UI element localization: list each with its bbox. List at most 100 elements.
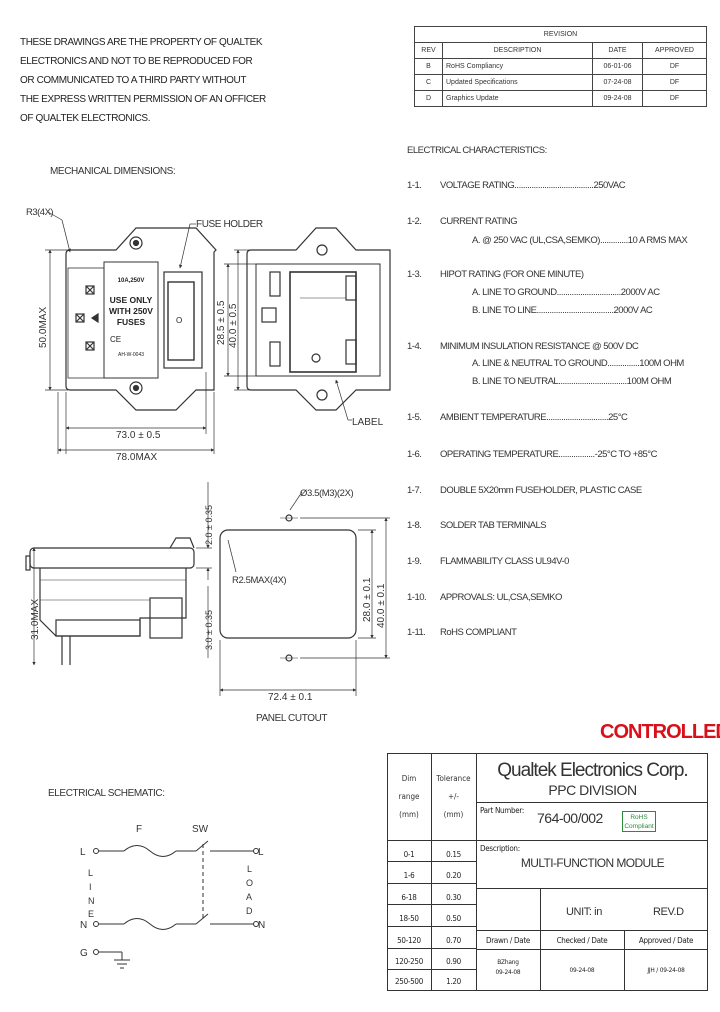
description-label: Description: xyxy=(480,844,520,853)
cutout-dimensions xyxy=(219,491,390,696)
rear-dimensions xyxy=(224,249,352,421)
side-view xyxy=(25,537,195,665)
description-col-header: DESCRIPTION xyxy=(442,42,593,59)
dim-depth-max: 31.0MAX xyxy=(30,599,41,640)
fuse-holder-callout: FUSE HOLDER xyxy=(196,219,263,230)
controlled-stamp: CONTROLLED xyxy=(600,721,720,743)
fuse-warning-text: FUSES xyxy=(117,317,146,327)
fuse-warning-text: WITH 250V xyxy=(109,306,153,316)
rohs-text: Compliant xyxy=(624,823,654,830)
approved-cell: DF xyxy=(642,74,707,91)
fuse-label-plate: 10A,250V USE ONLY WITH 250V FUSES CE AH-… xyxy=(109,278,182,358)
drawn-date: 09-24-08 xyxy=(495,968,521,976)
line-letter: I xyxy=(89,882,92,892)
tolerance-range-cell: 18-50 xyxy=(399,914,419,923)
spec-line: AMBIENT TEMPERATURE.....................… xyxy=(440,412,628,423)
fuse-symbol-neutral xyxy=(123,918,177,930)
approved-cell: DF xyxy=(642,90,707,107)
description-cell: Updated Specifications xyxy=(442,74,593,91)
date-cell: 09-24-08 xyxy=(592,90,643,107)
dim-range-header: Dim range (mm) xyxy=(387,770,431,824)
drawn-label: Drawn / Date xyxy=(486,936,530,945)
revision-table: REVISION REV DESCRIPTION DATE APPROVED B… xyxy=(414,26,707,107)
revision-title: REVISION xyxy=(414,26,707,43)
revision-label: REV.D xyxy=(653,906,684,918)
dim-flange-height: 40.0 ± 0.5 xyxy=(228,303,239,348)
tolerance-value-cell: 0.15 xyxy=(446,850,461,859)
part-number: 764-00/002 xyxy=(537,810,603,826)
description-value: MULTI-FUNCTION MODULE xyxy=(520,856,665,870)
dim-panel-thickness: 3.0 ± 0.35 xyxy=(204,610,214,650)
rev-cell: B xyxy=(414,58,443,75)
dim-flange-thickness: 2.0 ± 0.35 xyxy=(204,505,214,545)
rev-col-header: REV xyxy=(414,42,443,59)
rev-cell: C xyxy=(414,74,443,91)
spec-number: 1-8. xyxy=(407,520,422,531)
spec-number: 1-2. xyxy=(407,216,422,227)
approved-cell: DF xyxy=(642,58,707,75)
spec-number: 1-1. xyxy=(407,180,422,191)
mech-heading: MECHANICAL DIMENSIONS: xyxy=(50,166,175,177)
load-letter: O xyxy=(246,878,253,888)
switch-symbol-neutral xyxy=(195,913,209,925)
line-letter: L xyxy=(88,868,93,878)
terminal-g: G xyxy=(80,948,88,959)
terminal-n-out: N xyxy=(258,920,265,931)
checked-label: Checked / Date xyxy=(556,936,608,945)
switch-off-mark: O xyxy=(176,316,182,325)
tolerance-range-cell: 1-6 xyxy=(403,871,415,880)
division-name: PPC DIVISION xyxy=(548,782,637,798)
fuse-label-f: F xyxy=(136,824,142,835)
unit-label: UNIT: in xyxy=(566,906,602,918)
spec-line: OPERATING TEMPERATURE.................-2… xyxy=(440,449,657,460)
date-col-header: DATE xyxy=(592,42,643,59)
spec-number: 1-7. xyxy=(407,485,422,496)
header-line: +/- xyxy=(447,792,460,801)
spec-line: A. LINE & NEUTRAL TO GROUND.............… xyxy=(472,358,684,369)
fuse-rating-text: 10A,250V xyxy=(118,278,145,284)
side-dimensions xyxy=(32,482,212,666)
spec-line: A. @ 250 VAC (UL,CSA,SEMKO).............… xyxy=(472,235,688,246)
tolerance-header: Tolerance +/- (mm) xyxy=(431,770,476,824)
tolerance-value-cell: 0.30 xyxy=(446,893,461,902)
terminal-l-out: L xyxy=(258,847,264,858)
rohs-badge: RoHS Compliant xyxy=(622,811,656,832)
notice-line: OR COMMUNICATED TO A THIRD PARTY WITHOUT xyxy=(20,75,247,86)
spec-number: 1-4. xyxy=(407,341,422,352)
table-row: C Updated Specifications 07-24-08 DF xyxy=(414,74,707,91)
schematic-wiring xyxy=(93,840,259,969)
checked-date: 09-24-08 xyxy=(569,966,595,974)
spec-number: 1-10. xyxy=(407,592,427,603)
tolerance-range-cell: 50-120 xyxy=(397,936,421,945)
tolerance-value-cell: 0.50 xyxy=(446,914,461,923)
approved-by-date: JJH / 09-24-08 xyxy=(647,966,685,974)
fuse-symbol-line xyxy=(123,845,177,857)
revision-header-row: REV DESCRIPTION DATE APPROVED xyxy=(414,42,707,59)
spec-number: 1-6. xyxy=(407,449,422,460)
company-name: Qualtek Electronics Corp. xyxy=(497,760,688,781)
terminal-l-in: L xyxy=(80,847,86,858)
spec-line: APPROVALS: UL,CSA,SEMKO xyxy=(440,592,562,603)
switch-symbol-line xyxy=(195,840,209,852)
mechanical-drawing: MECHANICAL DIMENSIONS: 10A,250V USE ONLY… xyxy=(25,166,391,724)
dim-hole-spacing: 40.0 ± 0.1 xyxy=(376,583,387,628)
spec-line: A. LINE TO GROUND.......................… xyxy=(472,287,660,298)
line-letter: E xyxy=(88,909,94,919)
dim-cutout-height: 28.0 ± 0.1 xyxy=(362,577,373,622)
rohs-text: RoHS xyxy=(630,814,648,821)
header-line: (mm) xyxy=(443,810,464,819)
mounting-hole-callout: Ø3.5(M3)(2X) xyxy=(300,488,354,499)
part-code-text: AH-W-0043 xyxy=(118,352,144,358)
dim-height-max: 50.0MAX xyxy=(38,307,49,348)
rev-cell: D xyxy=(414,90,443,107)
dim-body-height: 28.5 ± 0.5 xyxy=(216,300,227,345)
front-dimensions xyxy=(45,211,215,454)
table-row: B RoHS Compliancy 06-01-06 DF xyxy=(414,58,707,75)
tolerance-value-cell: 0.70 xyxy=(446,936,461,945)
spec-line: SOLDER TAB TERMINALS xyxy=(440,520,547,531)
spec-line: FLAMMABILITY CLASS UL94V-0 xyxy=(440,556,569,567)
spec-number: 1-9. xyxy=(407,556,422,567)
ce-mark: CE xyxy=(110,335,121,344)
dim-width-max: 78.0MAX xyxy=(116,452,157,463)
